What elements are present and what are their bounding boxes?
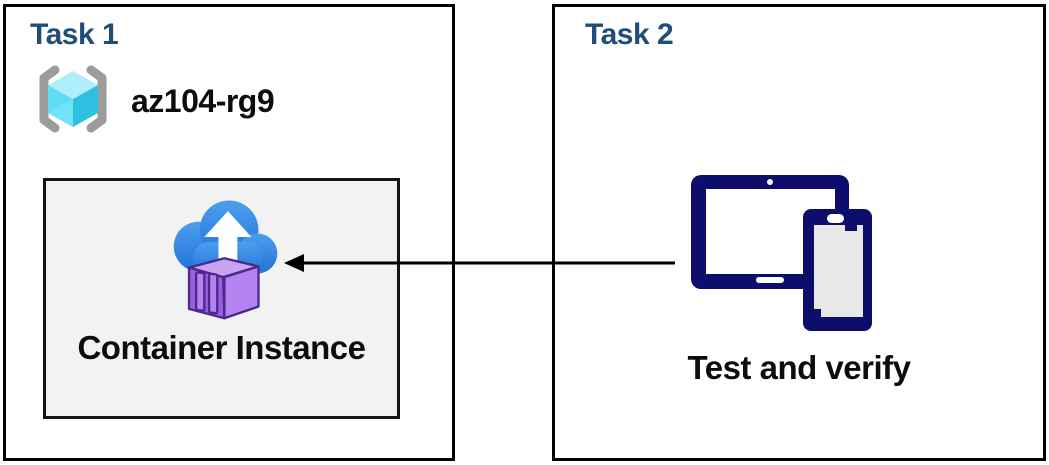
resource-group: az104-rg9 bbox=[31, 64, 275, 139]
task1-box: Task 1 az104-rg9 bbox=[3, 4, 455, 461]
task2-box: Task 2 T bbox=[552, 4, 1046, 461]
container-cube-shape bbox=[187, 257, 260, 320]
resource-group-name: az104-rg9 bbox=[131, 83, 275, 119]
container-instance-box: Container Instance bbox=[43, 178, 400, 419]
container-instance-label: Container Instance bbox=[77, 329, 366, 366]
container-instance-icon bbox=[163, 197, 281, 328]
task2-title: Task 2 bbox=[585, 18, 674, 51]
resource-group-icon bbox=[31, 64, 115, 139]
task2-label: Test and verify bbox=[687, 349, 911, 386]
devices-icon bbox=[689, 169, 875, 338]
task1-title: Task 1 bbox=[30, 18, 119, 51]
